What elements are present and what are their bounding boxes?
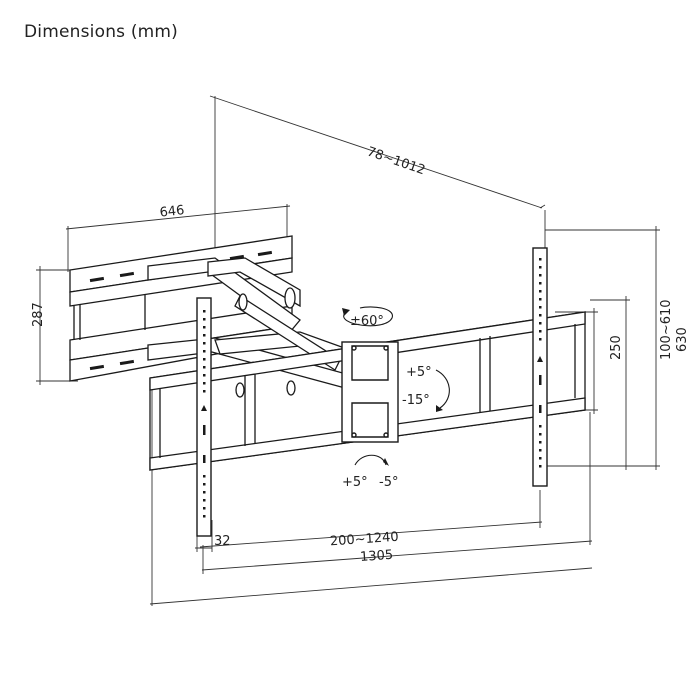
wall-plate-width-label: 646 [159,203,185,221]
vertical-bracket-right [532,247,548,487]
tilt-down-label: -15° [402,393,430,408]
bracket-width-label: 32 [214,534,231,549]
tilt-up-label: +5° [406,365,432,380]
bracket-holes [201,258,543,518]
center-swivel-plate [341,341,399,443]
vesa-vertical-label: 250 [609,335,624,360]
vertical-bracket-left [196,297,212,537]
vesa-vertical-range-label: 100~610 [659,299,674,360]
extension-label: 78~1012 [365,144,427,178]
bracket-height-label: 630 [675,327,690,352]
level-minus-label: -5° [379,475,398,490]
wall-plate-height-label: 287 [31,302,46,327]
arm-width-label: 1305 [360,548,394,565]
level-plus-label: +5° [342,475,368,490]
rotation-arrowheads [342,308,443,466]
vesa-horizontal-label: 200~1240 [330,530,400,550]
swivel-label: ±60° [350,314,384,329]
page-title: Dimensions (mm) [24,22,179,42]
